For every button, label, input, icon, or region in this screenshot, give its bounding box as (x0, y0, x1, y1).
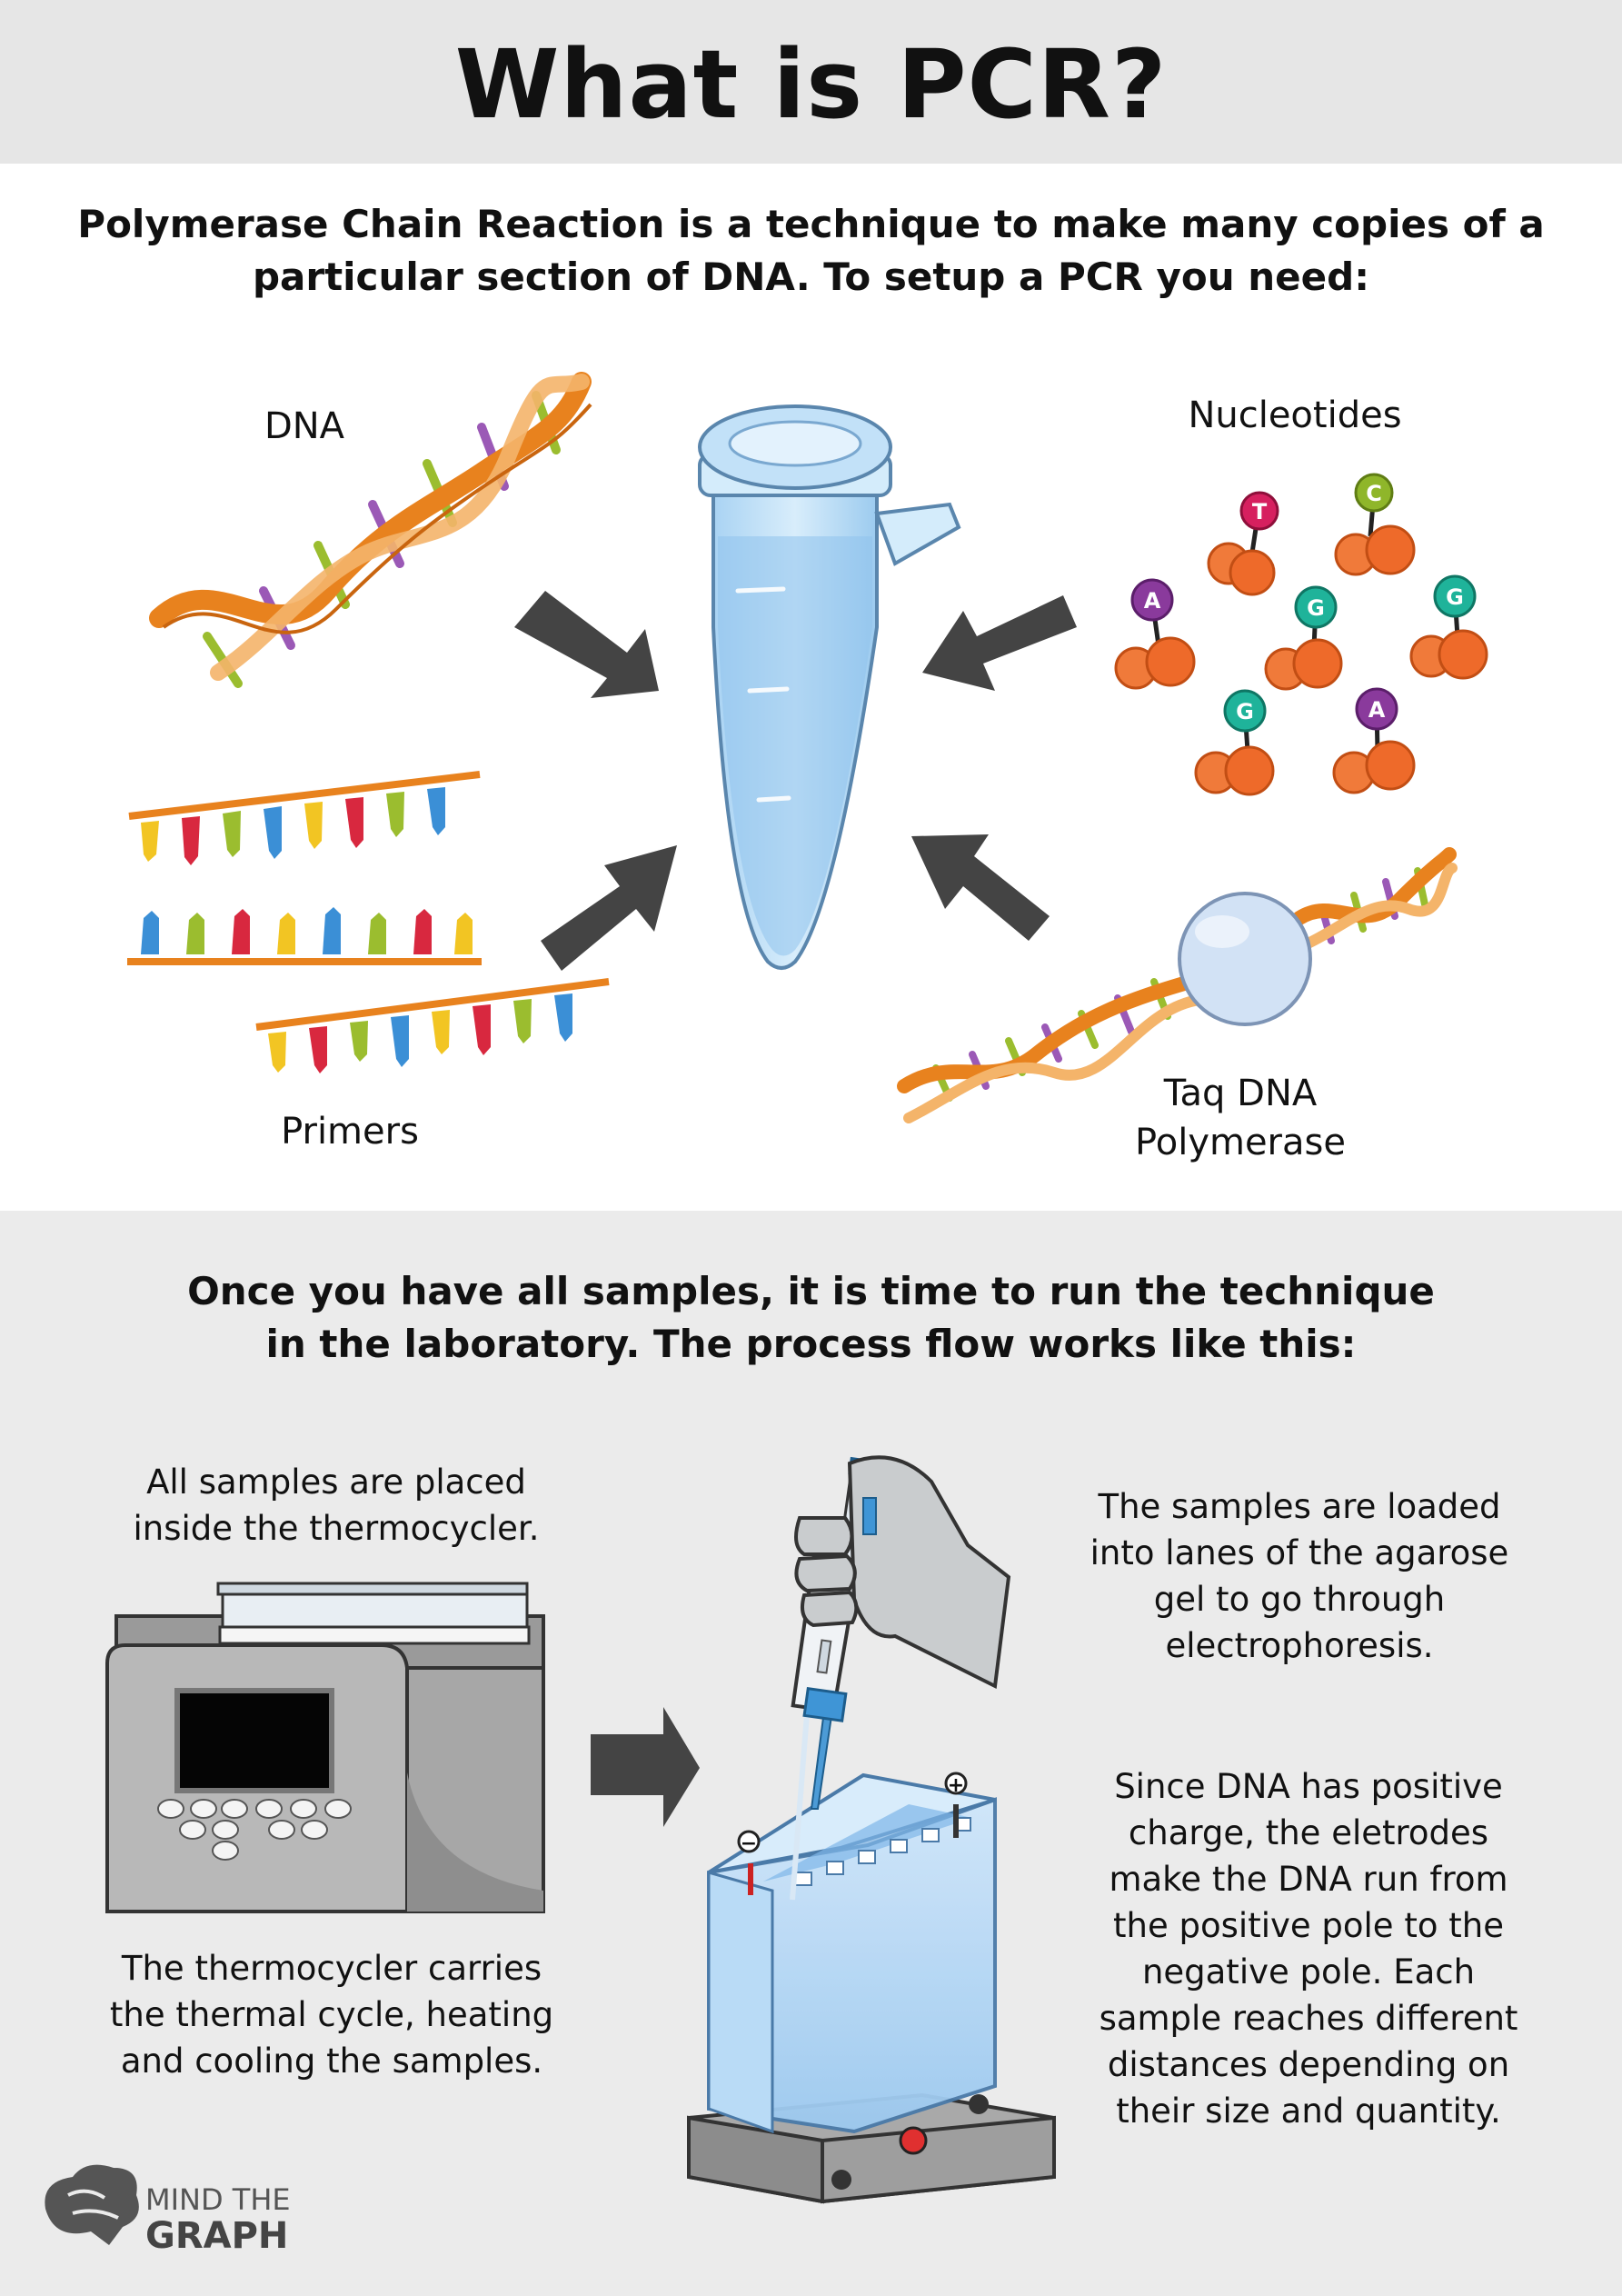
nucleotides-arrow-icon (922, 595, 1077, 691)
step-charge-line-2: charge, the eletrodes (1128, 1813, 1489, 1852)
process-arrow-icon (591, 1707, 700, 1827)
dna-helix-icon (149, 372, 592, 688)
dna-label: DNA (264, 405, 345, 447)
gel-electrophoresis-icon: − + (687, 1772, 1056, 2204)
nucleotide-a2: A (1332, 687, 1416, 794)
nucleotides-icon: T C A G G (1114, 473, 1488, 796)
primer-strand-3 (255, 978, 610, 1073)
step-cycler-line-1: The thermocycler carries (121, 1949, 542, 1988)
taq-polymerase-label: Taq DNA Polymerase (1100, 1069, 1381, 1167)
taq-arrow-icon (911, 834, 1050, 941)
primers-icon (127, 771, 610, 1073)
step-charge-line-5: negative pole. Each (1141, 1952, 1476, 1992)
nucleotide-g-letter: G (1236, 699, 1254, 724)
step-loaded-text: The samples are loaded into lanes of the… (1063, 1483, 1536, 1669)
primer-strand-1 (128, 771, 481, 865)
step-loaded-line-2: into lanes of the agarose (1090, 1533, 1509, 1572)
primers-label: Primers (281, 1111, 419, 1153)
step-loaded-line-3: gel to go through (1153, 1580, 1446, 1619)
nucleotide-g2: G (1409, 574, 1488, 680)
nucleotide-a1: A (1114, 578, 1196, 690)
nucleotide-g-letter: G (1307, 595, 1325, 621)
intro-line-1: Polymerase Chain Reaction is a technique… (77, 202, 1545, 246)
nucleotide-c-letter: C (1366, 481, 1382, 506)
nucleotide-t-letter: T (1252, 499, 1268, 524)
taq-polymerase-icon (897, 847, 1458, 1123)
pipette-icon (790, 1455, 1011, 1901)
page-title: What is PCR? (454, 29, 1168, 140)
thermocycler-icon (105, 1582, 545, 1913)
intro-line-2: particular section of DNA. To setup a PC… (252, 255, 1370, 299)
nucleotide-g3: G (1194, 689, 1275, 796)
title-band (0, 0, 1622, 164)
step-placed-line-1: All samples are placed (146, 1462, 526, 1502)
process-intro-line-1: Once you have all samples, it is time to… (187, 1269, 1435, 1313)
logo-line-2: GRAPH (145, 2215, 289, 2257)
step-charge-line-8: their size and quantity. (1116, 2091, 1501, 2131)
step-cycler-line-2: the thermal cycle, heating (109, 1995, 554, 2034)
step-charge-line-1: Since DNA has positive (1114, 1767, 1503, 1806)
step-charge-line-4: the positive pole to the (1113, 1906, 1504, 1945)
nucleotide-g1: G (1264, 585, 1343, 691)
primer-strand-2 (127, 907, 482, 965)
step-cycler-line-3: and cooling the samples. (120, 2041, 543, 2081)
step-loaded-line-1: The samples are loaded (1098, 1487, 1501, 1526)
step-charge-line-6: sample reaches different (1099, 1999, 1518, 2038)
intro-text: Polymerase Chain Reaction is a technique… (0, 198, 1622, 304)
negative-electrode-sign: − (741, 1832, 757, 1855)
step-placed-text: All samples are placed inside the thermo… (100, 1459, 572, 1552)
step-charge-line-7: distances depending on (1107, 2045, 1510, 2084)
nucleotide-g-letter: G (1446, 584, 1464, 610)
positive-electrode-sign: + (948, 1774, 964, 1797)
taq-line-1: Taq DNA (1163, 1073, 1318, 1114)
step-charge-line-3: make the DNA run from (1109, 1860, 1508, 1899)
nucleotides-label: Nucleotides (1188, 394, 1402, 436)
process-intro-text: Once you have all samples, it is time to… (0, 1265, 1622, 1371)
step-charge-text: Since DNA has positive charge, the eletr… (1072, 1763, 1545, 2134)
logo-line-1: MIND THE (145, 2182, 291, 2217)
mind-the-graph-logo: MIND THE GRAPH (145, 2181, 291, 2256)
mind-the-graph-logo-icon (45, 2164, 139, 2245)
dna-arrow-icon (514, 591, 659, 698)
step-loaded-line-4: electrophoresis. (1165, 1626, 1434, 1665)
process-intro-line-2: in the laboratory. The process flow work… (265, 1322, 1357, 1366)
nucleotide-a-letter: A (1144, 588, 1161, 614)
nucleotide-t: T (1207, 491, 1279, 596)
nucleotide-a-letter: A (1368, 697, 1386, 723)
step-placed-line-2: inside the thermocycler. (133, 1509, 540, 1548)
step-cycler-text: The thermocycler carries the thermal cyc… (86, 1945, 577, 2084)
taq-line-2: Polymerase (1135, 1122, 1346, 1163)
nucleotide-c: C (1334, 473, 1416, 576)
pcr-tube-icon (698, 404, 961, 970)
primers-arrow-icon (541, 845, 677, 971)
